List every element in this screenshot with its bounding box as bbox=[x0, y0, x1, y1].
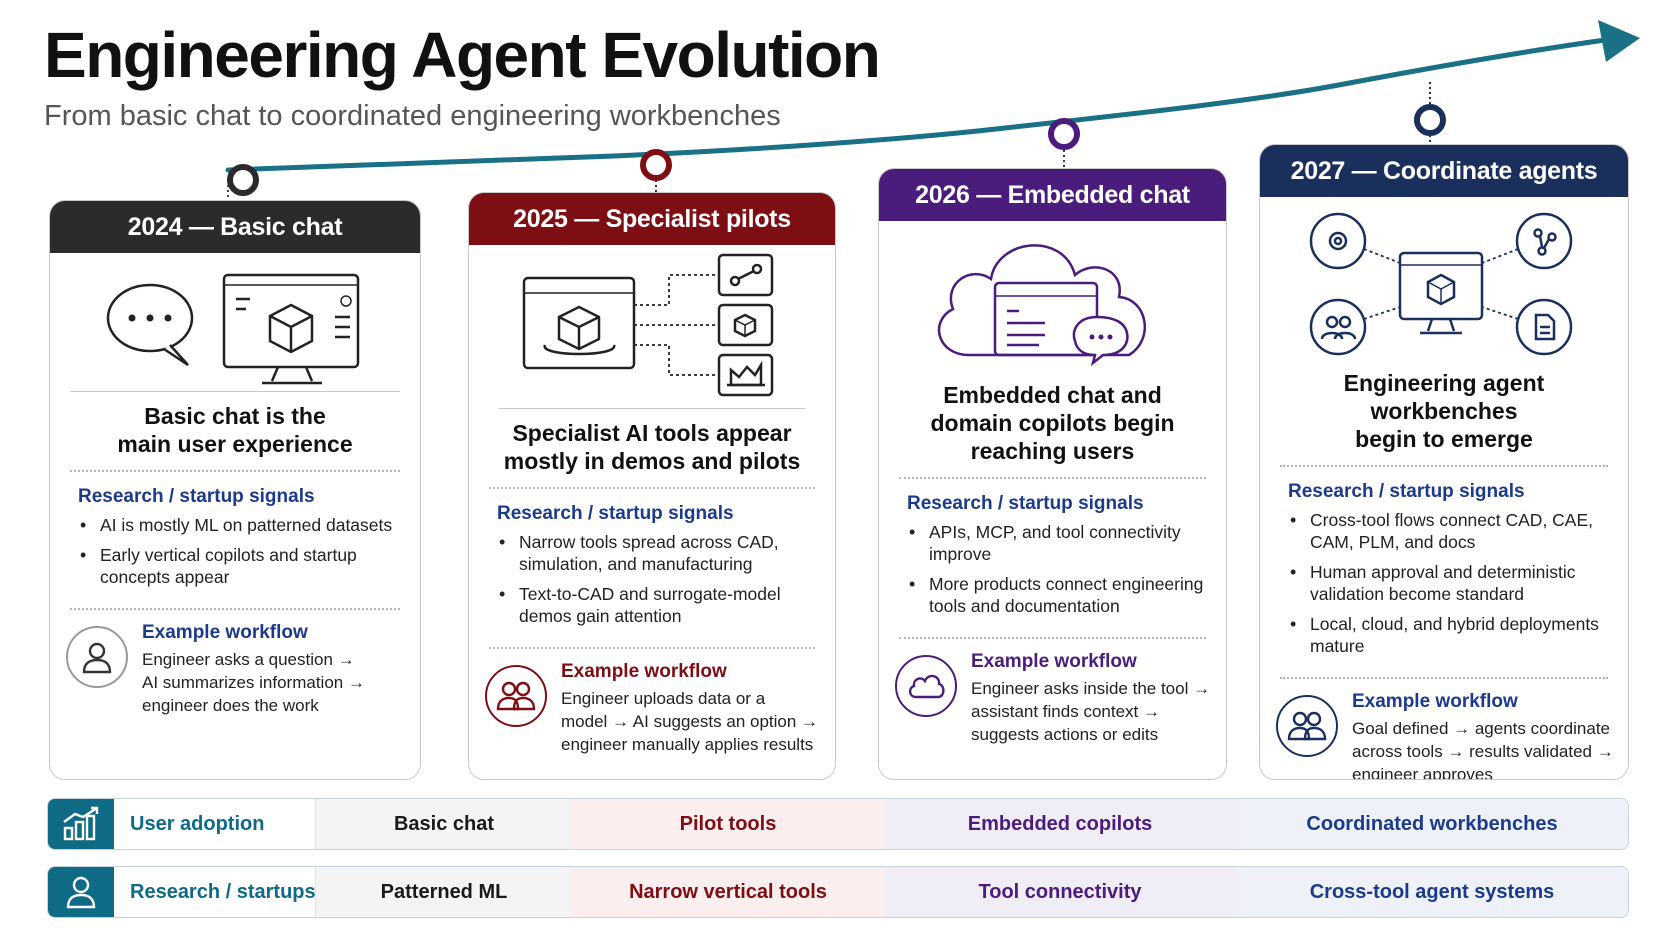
bar-label: User adoption bbox=[114, 799, 316, 849]
bar-label: Research / startups bbox=[114, 867, 316, 917]
research-startups-bar: Research / startups Patterned ML Narrow … bbox=[47, 866, 1629, 918]
research-title: Research / startup signals bbox=[907, 493, 1144, 514]
card-header: 2026 — Embedded chat bbox=[879, 169, 1226, 221]
workflow-title: Example workflow bbox=[1352, 691, 1518, 712]
bar-cell-2027: Coordinated workbenches bbox=[1236, 799, 1628, 849]
signals-list: Narrow tools spread across CAD, simulati… bbox=[469, 531, 835, 647]
workflow-block: Example workflow Engineer asks a questio… bbox=[50, 610, 420, 717]
person-icon bbox=[66, 626, 128, 688]
workflow-title: Example workflow bbox=[561, 661, 727, 682]
milestone-2024 bbox=[227, 164, 259, 196]
bar-cell-2024: Patterned ML bbox=[316, 867, 572, 917]
embedded-chat-cloud-illustration bbox=[879, 221, 1226, 379]
chat-and-monitor-illustration bbox=[50, 253, 420, 391]
agent-workbench-illustration bbox=[1260, 197, 1628, 369]
workflow-title: Example workflow bbox=[142, 622, 308, 643]
signal-item: APIs, MCP, and tool connectivity improve bbox=[907, 521, 1210, 565]
workflow-block: Example workflow Engineer asks inside th… bbox=[879, 639, 1226, 746]
workflow-block: Example workflow Goal defined → agents c… bbox=[1260, 679, 1628, 780]
research-title: Research / startup signals bbox=[78, 486, 315, 507]
page-title: Engineering Agent Evolution bbox=[44, 19, 881, 91]
signals-list: Cross-tool flows connect CAD, CAE, CAM, … bbox=[1260, 509, 1628, 677]
user-adoption-bar: User adoption Basic chat Pilot tools Emb… bbox=[47, 798, 1629, 850]
bar-cell-2026: Tool connectivity bbox=[884, 867, 1236, 917]
research-title: Research / startup signals bbox=[1288, 481, 1525, 502]
card-2027: 2027 — Coordinate agents Engineering age… bbox=[1259, 144, 1629, 780]
bar-cell-2024: Basic chat bbox=[316, 799, 572, 849]
workflow-text: Engineer asks inside the tool →assistant… bbox=[971, 679, 1211, 744]
bar-cell-2027: Cross-tool agent systems bbox=[1236, 867, 1628, 917]
card-2025: 2025 — Specialist pilots bbox=[468, 192, 836, 780]
signals-list: AI is mostly ML on patterned datasets Ea… bbox=[50, 514, 420, 608]
signal-item: Text-to-CAD and surrogate-model demos ga… bbox=[497, 583, 819, 627]
workflow-block: Example workflow Engineer uploads data o… bbox=[469, 649, 835, 756]
milestone-2027 bbox=[1414, 104, 1446, 136]
signal-item: Narrow tools spread across CAD, simulati… bbox=[497, 531, 819, 575]
signal-item: Local, cloud, and hybrid deployments mat… bbox=[1288, 613, 1612, 657]
signal-item: AI is mostly ML on patterned datasets bbox=[78, 514, 404, 536]
card-header: 2024 — Basic chat bbox=[50, 201, 420, 253]
bar-cell-2026: Embedded copilots bbox=[884, 799, 1236, 849]
card-header: 2027 — Coordinate agents bbox=[1260, 145, 1628, 197]
team-icon bbox=[1276, 695, 1338, 757]
specialist-tools-illustration bbox=[469, 245, 835, 408]
signal-item: Cross-tool flows connect CAD, CAE, CAM, … bbox=[1288, 509, 1612, 553]
milestone-2026 bbox=[1048, 118, 1080, 150]
research-title: Research / startup signals bbox=[497, 503, 734, 524]
team-icon bbox=[485, 665, 547, 727]
bar-chart-growth-icon bbox=[48, 799, 114, 849]
signal-item: Human approval and deterministic validat… bbox=[1288, 561, 1612, 605]
bar-cell-2025: Narrow vertical tools bbox=[572, 867, 884, 917]
bar-cell-2025: Pilot tools bbox=[572, 799, 884, 849]
signal-item: More products connect engineering tools … bbox=[907, 573, 1210, 617]
person-icon bbox=[48, 867, 114, 917]
workflow-title: Example workflow bbox=[971, 651, 1137, 672]
milestone-2025 bbox=[640, 149, 672, 181]
page-subtitle: From basic chat to coordinated engineeri… bbox=[44, 100, 781, 132]
signals-list: APIs, MCP, and tool connectivity improve… bbox=[879, 521, 1226, 637]
signal-item: Early vertical copilots and startup conc… bbox=[78, 544, 404, 588]
arrow-head bbox=[1598, 20, 1640, 62]
workflow-text: Engineer asks a question →AI summarizes … bbox=[142, 650, 365, 715]
card-header: 2025 — Specialist pilots bbox=[469, 193, 835, 245]
cloud-icon bbox=[895, 655, 957, 717]
